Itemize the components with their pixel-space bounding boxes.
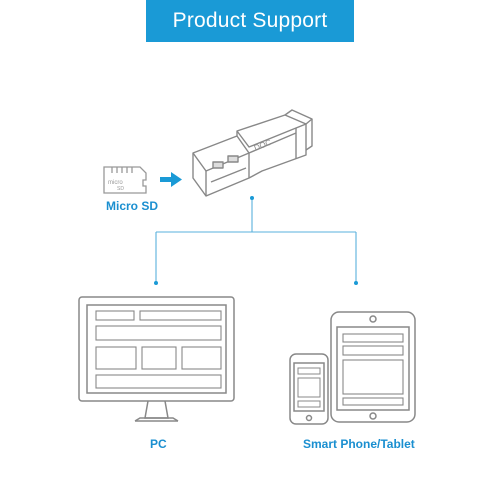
pc-label: PC <box>150 437 167 451</box>
monitor-icon <box>78 296 235 422</box>
svg-text:SD: SD <box>117 186 124 192</box>
banner-title: Product Support <box>172 9 328 32</box>
title-banner: Product Support <box>146 0 354 42</box>
svg-text:micro: micro <box>108 180 123 186</box>
tablet-icon <box>330 311 416 423</box>
smart-phone-tablet-label: Smart Phone/Tablet <box>303 437 415 451</box>
card-reader-icon: DOC <box>192 109 313 197</box>
connector-dots <box>154 196 358 285</box>
micro-sd-label: Micro SD <box>106 199 159 213</box>
smartphone-icon <box>289 353 329 425</box>
svg-text:DOC: DOC <box>253 138 273 153</box>
connector-lines <box>155 198 357 283</box>
arrow-right-icon <box>160 172 182 187</box>
micro-sd-card-icon: micro SD <box>103 166 147 194</box>
